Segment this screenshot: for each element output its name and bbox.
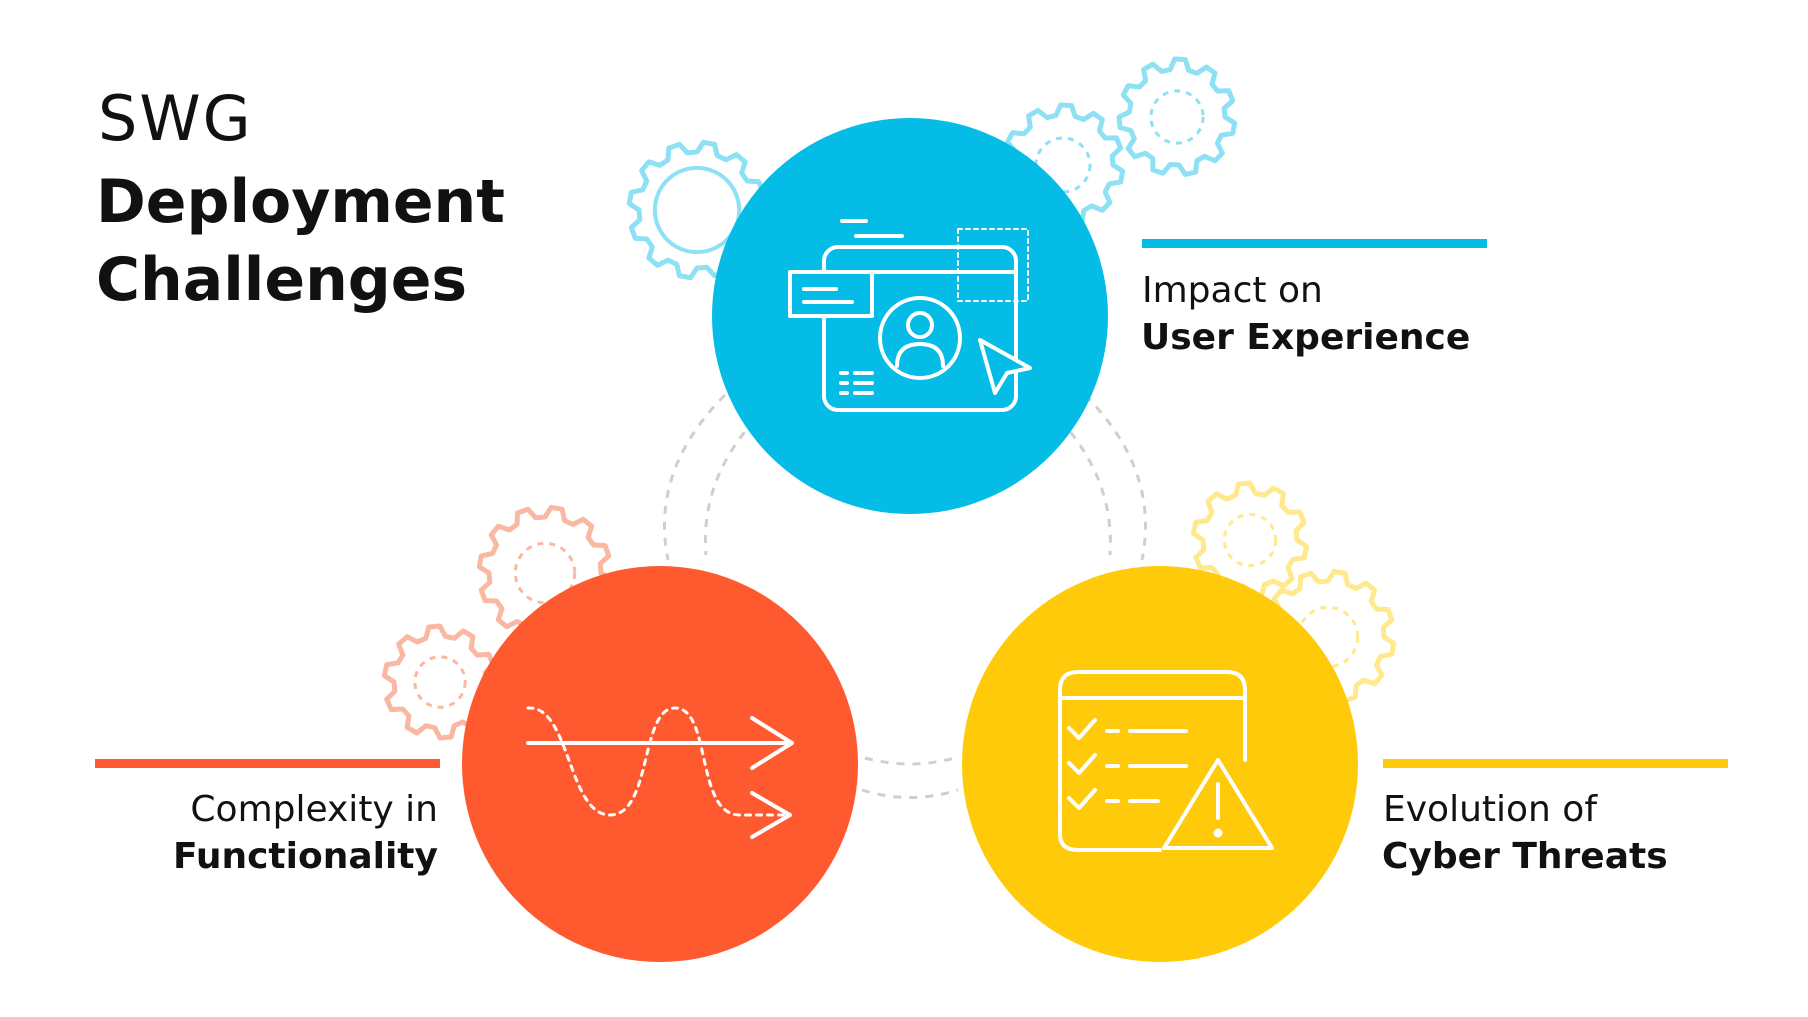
label-user-experience-light: Impact on bbox=[1142, 270, 1323, 311]
label-complexity-bold: Functionality bbox=[173, 836, 438, 877]
gear-icon-blue-3 bbox=[1116, 56, 1238, 177]
title-line-2: Deployment bbox=[96, 167, 505, 237]
gear-icon-orange-2 bbox=[381, 623, 499, 741]
gear-icon-blue-1-hub bbox=[652, 165, 742, 255]
gear-icon-orange-2-hub bbox=[413, 655, 467, 709]
checklist-warning-icon bbox=[1058, 670, 1274, 852]
connector-arcs bbox=[663, 393, 1147, 799]
label-cyber-threats-bold: Cyber Threats bbox=[1382, 836, 1668, 877]
browser-user-icon bbox=[788, 219, 1032, 412]
accent-line-complexity bbox=[95, 759, 440, 768]
gear-icon-yellow-2-hub bbox=[1296, 605, 1360, 669]
gear-icon-yellow-1 bbox=[1190, 480, 1310, 600]
wave-arrows-icon bbox=[526, 706, 794, 839]
gear-icon-orange-1-hub bbox=[513, 541, 577, 605]
title-line-1: SWG bbox=[98, 82, 253, 155]
circle-complexity bbox=[462, 566, 858, 962]
accent-line-user-experience bbox=[1142, 239, 1487, 248]
label-complexity-light: Complexity in bbox=[190, 789, 438, 830]
label-user-experience-bold: User Experience bbox=[1141, 317, 1471, 358]
gear-icon-yellow-1-hub bbox=[1222, 512, 1278, 568]
title-line-3: Challenges bbox=[96, 245, 468, 315]
label-cyber-threats-light: Evolution of bbox=[1383, 789, 1597, 830]
accent-line-cyber-threats bbox=[1383, 759, 1728, 768]
gear-icon-blue-3-hub bbox=[1149, 89, 1205, 145]
